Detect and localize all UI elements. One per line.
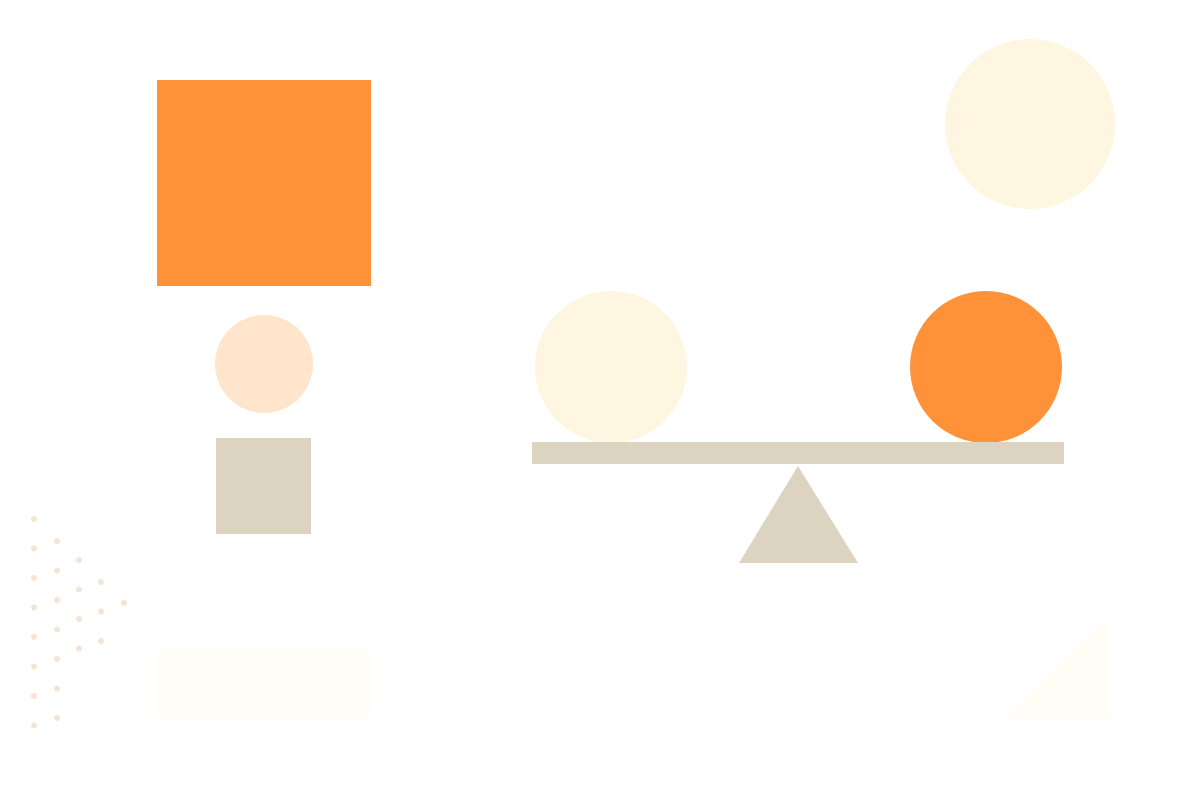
decor-dot bbox=[31, 516, 37, 522]
faint-background-block bbox=[158, 650, 370, 718]
decor-dot bbox=[31, 545, 37, 552]
decor-dot bbox=[54, 567, 60, 574]
decor-dot bbox=[31, 722, 37, 729]
seesaw-fulcrum bbox=[739, 466, 858, 563]
peach-circle bbox=[215, 315, 313, 413]
decor-dot bbox=[31, 663, 37, 670]
cream-circle-on-beam bbox=[535, 291, 687, 443]
decor-dot bbox=[54, 597, 60, 603]
seesaw-beam bbox=[532, 442, 1064, 464]
decor-dot bbox=[54, 715, 60, 721]
decor-dot bbox=[76, 586, 82, 593]
decor-dot bbox=[76, 616, 82, 622]
decor-dot bbox=[31, 693, 37, 699]
dot-grid-decoration bbox=[31, 516, 127, 729]
decor-dot bbox=[98, 608, 104, 615]
decor-dot bbox=[98, 579, 104, 585]
decor-dot bbox=[54, 656, 60, 662]
cream-circle-top-right bbox=[945, 39, 1115, 209]
decor-dot bbox=[76, 557, 82, 563]
orange-circle-on-beam bbox=[910, 291, 1062, 443]
decor-dot bbox=[31, 634, 37, 640]
orange-square bbox=[157, 80, 371, 286]
decor-dot bbox=[76, 645, 82, 652]
decor-dot bbox=[54, 685, 60, 692]
decor-dot bbox=[54, 538, 60, 544]
decor-dot bbox=[54, 626, 60, 633]
decor-dot bbox=[98, 638, 104, 644]
decor-dot bbox=[31, 575, 37, 581]
beige-square bbox=[216, 438, 311, 534]
faint-background-triangle bbox=[1005, 618, 1108, 718]
decor-dot bbox=[121, 600, 127, 606]
decor-dot bbox=[31, 604, 37, 611]
